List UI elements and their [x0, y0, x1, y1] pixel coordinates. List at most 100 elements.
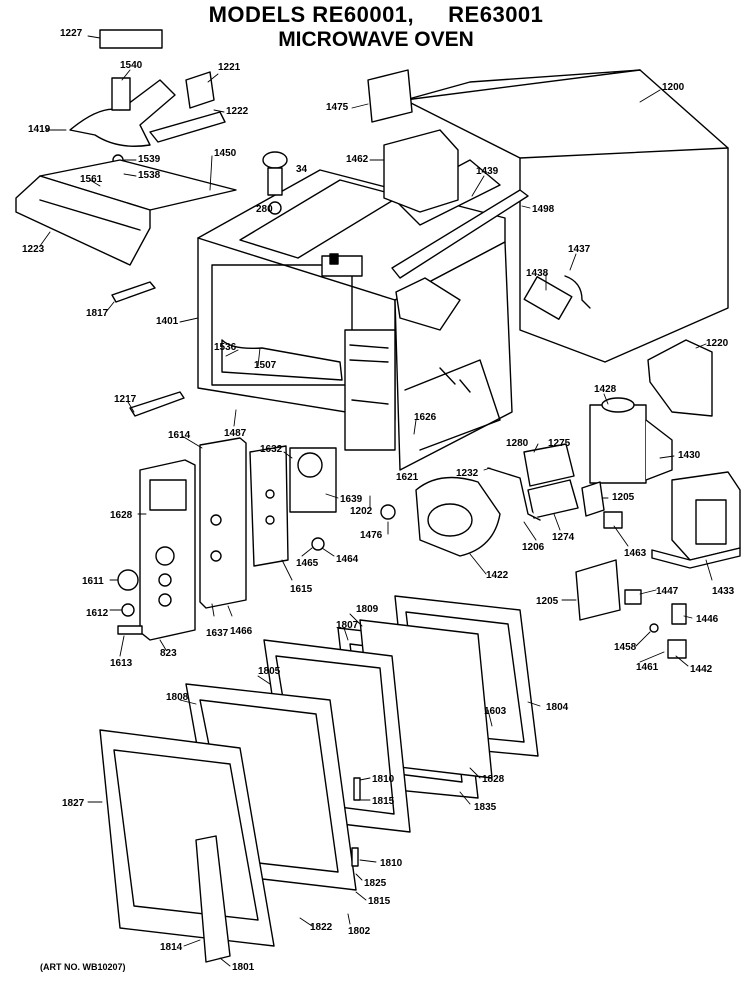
magnetron	[589, 397, 673, 484]
part-label-1222: 1222	[226, 106, 249, 117]
part-label-1487: 1487	[224, 428, 247, 439]
part-label-1401: 1401	[156, 316, 179, 327]
part-label-1465: 1465	[296, 558, 319, 569]
part-label-1817: 1817	[86, 308, 109, 319]
part-label-1611: 1611	[82, 576, 104, 587]
part-label-1280: 1280	[506, 438, 529, 449]
part-label-1536: 1536	[214, 342, 237, 353]
part-label-1626: 1626	[414, 412, 437, 423]
part-label-1223: 1223	[22, 244, 45, 255]
part-label-1463: 1463	[624, 548, 647, 559]
part-label-1476: 1476	[360, 530, 383, 541]
part-label-1220: 1220	[706, 338, 729, 349]
part-label-1612: 1612	[86, 608, 109, 619]
stirrer-fan-assembly	[69, 29, 226, 188]
part-label-1275: 1275	[548, 438, 571, 449]
part-label-1815b: 1815	[368, 896, 391, 907]
part-label-1462: 1462	[346, 154, 369, 165]
part-label-1828: 1828	[482, 774, 505, 785]
part-label-1827: 1827	[62, 798, 85, 809]
part-label-1507: 1507	[254, 360, 277, 371]
control-panel-front	[139, 459, 196, 641]
part-label-1422: 1422	[486, 570, 509, 581]
door-latch-assembly	[289, 447, 337, 551]
part-label-1274: 1274	[552, 532, 575, 543]
door-handle	[195, 835, 231, 963]
part-label-1442: 1442	[690, 664, 713, 675]
part-label-1200: 1200	[662, 82, 685, 93]
models-label: MODELS RE60001,	[208, 2, 415, 27]
part-label-280: 280	[256, 204, 273, 215]
part-label-1632: 1632	[260, 444, 283, 455]
art-number: (ART NO. WB10207)	[40, 962, 126, 972]
part-label-1464: 1464	[336, 554, 359, 565]
part-label-1540: 1540	[120, 60, 143, 71]
part-label-1809: 1809	[356, 604, 379, 615]
door-outer-frame	[99, 729, 275, 947]
part-label-1637: 1637	[206, 628, 229, 639]
bracket-1817	[111, 281, 156, 303]
part-label-1621: 1621	[396, 472, 419, 483]
part-label-1466: 1466	[230, 626, 253, 637]
part-label-1561: 1561	[80, 174, 103, 185]
interlock-switch-upper	[581, 481, 623, 529]
part-label-1539: 1539	[138, 154, 161, 165]
door-hinge-pins	[351, 777, 361, 867]
part-label-1814: 1814	[160, 942, 183, 953]
part-label-1437: 1437	[568, 244, 591, 255]
part-label-1603: 1603	[484, 706, 507, 717]
diagram-subtitle: MICROWAVE OVEN	[278, 28, 474, 51]
part-label-1614: 1614	[168, 430, 191, 441]
part-label-1450: 1450	[214, 148, 237, 159]
control-board	[249, 445, 289, 567]
part-label-1430: 1430	[678, 450, 701, 461]
switch-actuator	[649, 603, 687, 659]
magnetron-shield	[647, 339, 713, 417]
part-label-1446: 1446	[696, 614, 719, 625]
noise-filter	[487, 443, 579, 521]
part-label-1202: 1202	[350, 506, 373, 517]
stirrer-motor	[262, 151, 288, 215]
part-label-1205a: 1205	[612, 492, 635, 503]
high-voltage-transformer	[651, 471, 741, 569]
part-label-1802: 1802	[348, 926, 371, 937]
part-label-1804: 1804	[546, 702, 569, 713]
part-label-1498: 1498	[532, 204, 555, 215]
part-label-1805: 1805	[258, 666, 281, 677]
interlock-switch-lower	[575, 559, 642, 621]
part-label-1815a: 1815	[372, 796, 395, 807]
outer-case-wrapper	[404, 69, 729, 363]
part-label-1613: 1613	[110, 658, 133, 669]
bracket-1217	[129, 391, 185, 417]
part-label-1615: 1615	[290, 584, 313, 595]
part-label-1217: 1217	[114, 394, 137, 405]
part-label-1807: 1807	[336, 620, 359, 631]
part-label-1810a: 1810	[372, 774, 395, 785]
part-label-34: 34	[296, 164, 308, 175]
part-label-1428: 1428	[594, 384, 617, 395]
model-number: RE63001	[448, 2, 544, 27]
diagram-title: MODELS RE60001, RE63001	[0, 2, 752, 28]
leader-lines	[39, 35, 713, 967]
part-label-1825: 1825	[364, 878, 387, 889]
part-label-1822: 1822	[310, 922, 333, 933]
air-duct	[383, 129, 459, 213]
part-label-1205b: 1205	[536, 596, 559, 607]
part-label-1447: 1447	[656, 586, 679, 597]
part-label-1461: 1461	[636, 662, 659, 673]
control-panel-circuit	[199, 437, 247, 609]
part-label-1639: 1639	[340, 494, 363, 505]
blower-fan-motor	[380, 476, 501, 557]
part-label-1475: 1475	[326, 102, 349, 113]
label-1475-plate	[367, 69, 413, 123]
part-label-1221: 1221	[218, 62, 241, 73]
part-label-1419: 1419	[28, 124, 51, 135]
part-label-1835: 1835	[474, 802, 497, 813]
part-label-1439: 1439	[476, 166, 499, 177]
part-label-1810b: 1810	[380, 858, 403, 869]
part-label-1808: 1808	[166, 692, 189, 703]
waveguide-cover	[15, 159, 237, 266]
part-label-1538: 1538	[138, 170, 161, 181]
timer-knob	[117, 569, 143, 635]
